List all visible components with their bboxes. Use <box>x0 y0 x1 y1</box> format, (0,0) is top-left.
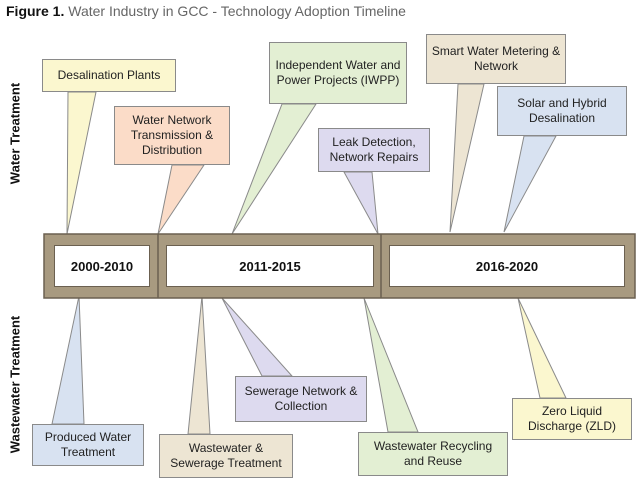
callout-water-network-transmission: Water Network Transmission & Distributio… <box>114 106 230 165</box>
callout-wastewater-recycling-reuse: Wastewater Recycling and Reuse <box>358 432 508 476</box>
period-2016-2020: 2016-2020 <box>389 245 625 287</box>
callout-desalination-text: Desalination Plants <box>57 68 161 82</box>
pointer-solar-hybrid <box>503 135 557 233</box>
callout-smart-metering-text: Smart Water Metering & Network <box>431 44 561 73</box>
period-2011-2015: 2011-2015 <box>166 245 374 287</box>
callout-sewerage-network-text: Sewerage Network & Collection <box>244 384 358 413</box>
callout-network-transmission-text: Water Network Transmission & Distributio… <box>130 113 214 157</box>
pointer-sewerage-network <box>221 297 294 377</box>
pointer-wastewater-sewerage <box>187 295 211 435</box>
figure-title-text: Water Industry in GCC - Technology Adopt… <box>68 3 406 19</box>
period-2000-2010: 2000-2010 <box>54 245 150 287</box>
callout-produced-water-treatment: Produced Water Treatment <box>32 424 144 466</box>
callout-solar-hybrid-text: Solar and Hybrid Desalination <box>517 96 607 125</box>
callout-desalination-plants: Desalination Plants <box>42 59 176 92</box>
callout-smart-water-metering: Smart Water Metering & Network <box>426 34 566 84</box>
pointer-smart-metering <box>449 83 485 233</box>
callout-leak-detection: Leak Detection, Network Repairs <box>318 128 430 172</box>
callout-sewerage-network-collection: Sewerage Network & Collection <box>235 376 367 422</box>
callout-wastewater-recycling-text: Wastewater Recycling and Reuse <box>373 439 493 468</box>
pointer-zld <box>517 297 567 399</box>
callout-zero-liquid-discharge: Zero Liquid Discharge (ZLD) <box>512 398 632 440</box>
callout-solar-hybrid-desalination: Solar and Hybrid Desalination <box>497 86 627 136</box>
pointer-wastewater-recycling <box>363 297 419 433</box>
figure-title: Figure 1. Water Industry in GCC - Techno… <box>6 3 406 19</box>
section-label-water-treatment: Water Treatment <box>7 82 23 185</box>
callout-leak-detection-text: Leak Detection, Network Repairs <box>329 135 419 164</box>
callout-iwpp: Independent Water and Power Projects (IW… <box>269 42 407 104</box>
callout-iwpp-text: Independent Water and Power Projects (IW… <box>275 58 401 87</box>
callout-wastewater-sewerage-text: Wastewater & Sewerage Treatment <box>170 441 282 470</box>
pointer-produced-water <box>51 295 85 425</box>
pointer-iwpp <box>231 103 317 235</box>
callout-wastewater-sewerage-treatment: Wastewater & Sewerage Treatment <box>159 434 293 478</box>
callout-zld-text: Zero Liquid Discharge (ZLD) <box>527 404 617 433</box>
pointer-leak-detection <box>343 171 379 235</box>
pointer-desalination <box>66 91 97 235</box>
callout-produced-water-text: Produced Water Treatment <box>44 430 132 459</box>
section-label-wastewater-treatment: Wastewater Treatment <box>7 315 23 454</box>
figure-label: Figure 1. <box>6 3 65 19</box>
pointer-network-transmission <box>157 164 205 235</box>
